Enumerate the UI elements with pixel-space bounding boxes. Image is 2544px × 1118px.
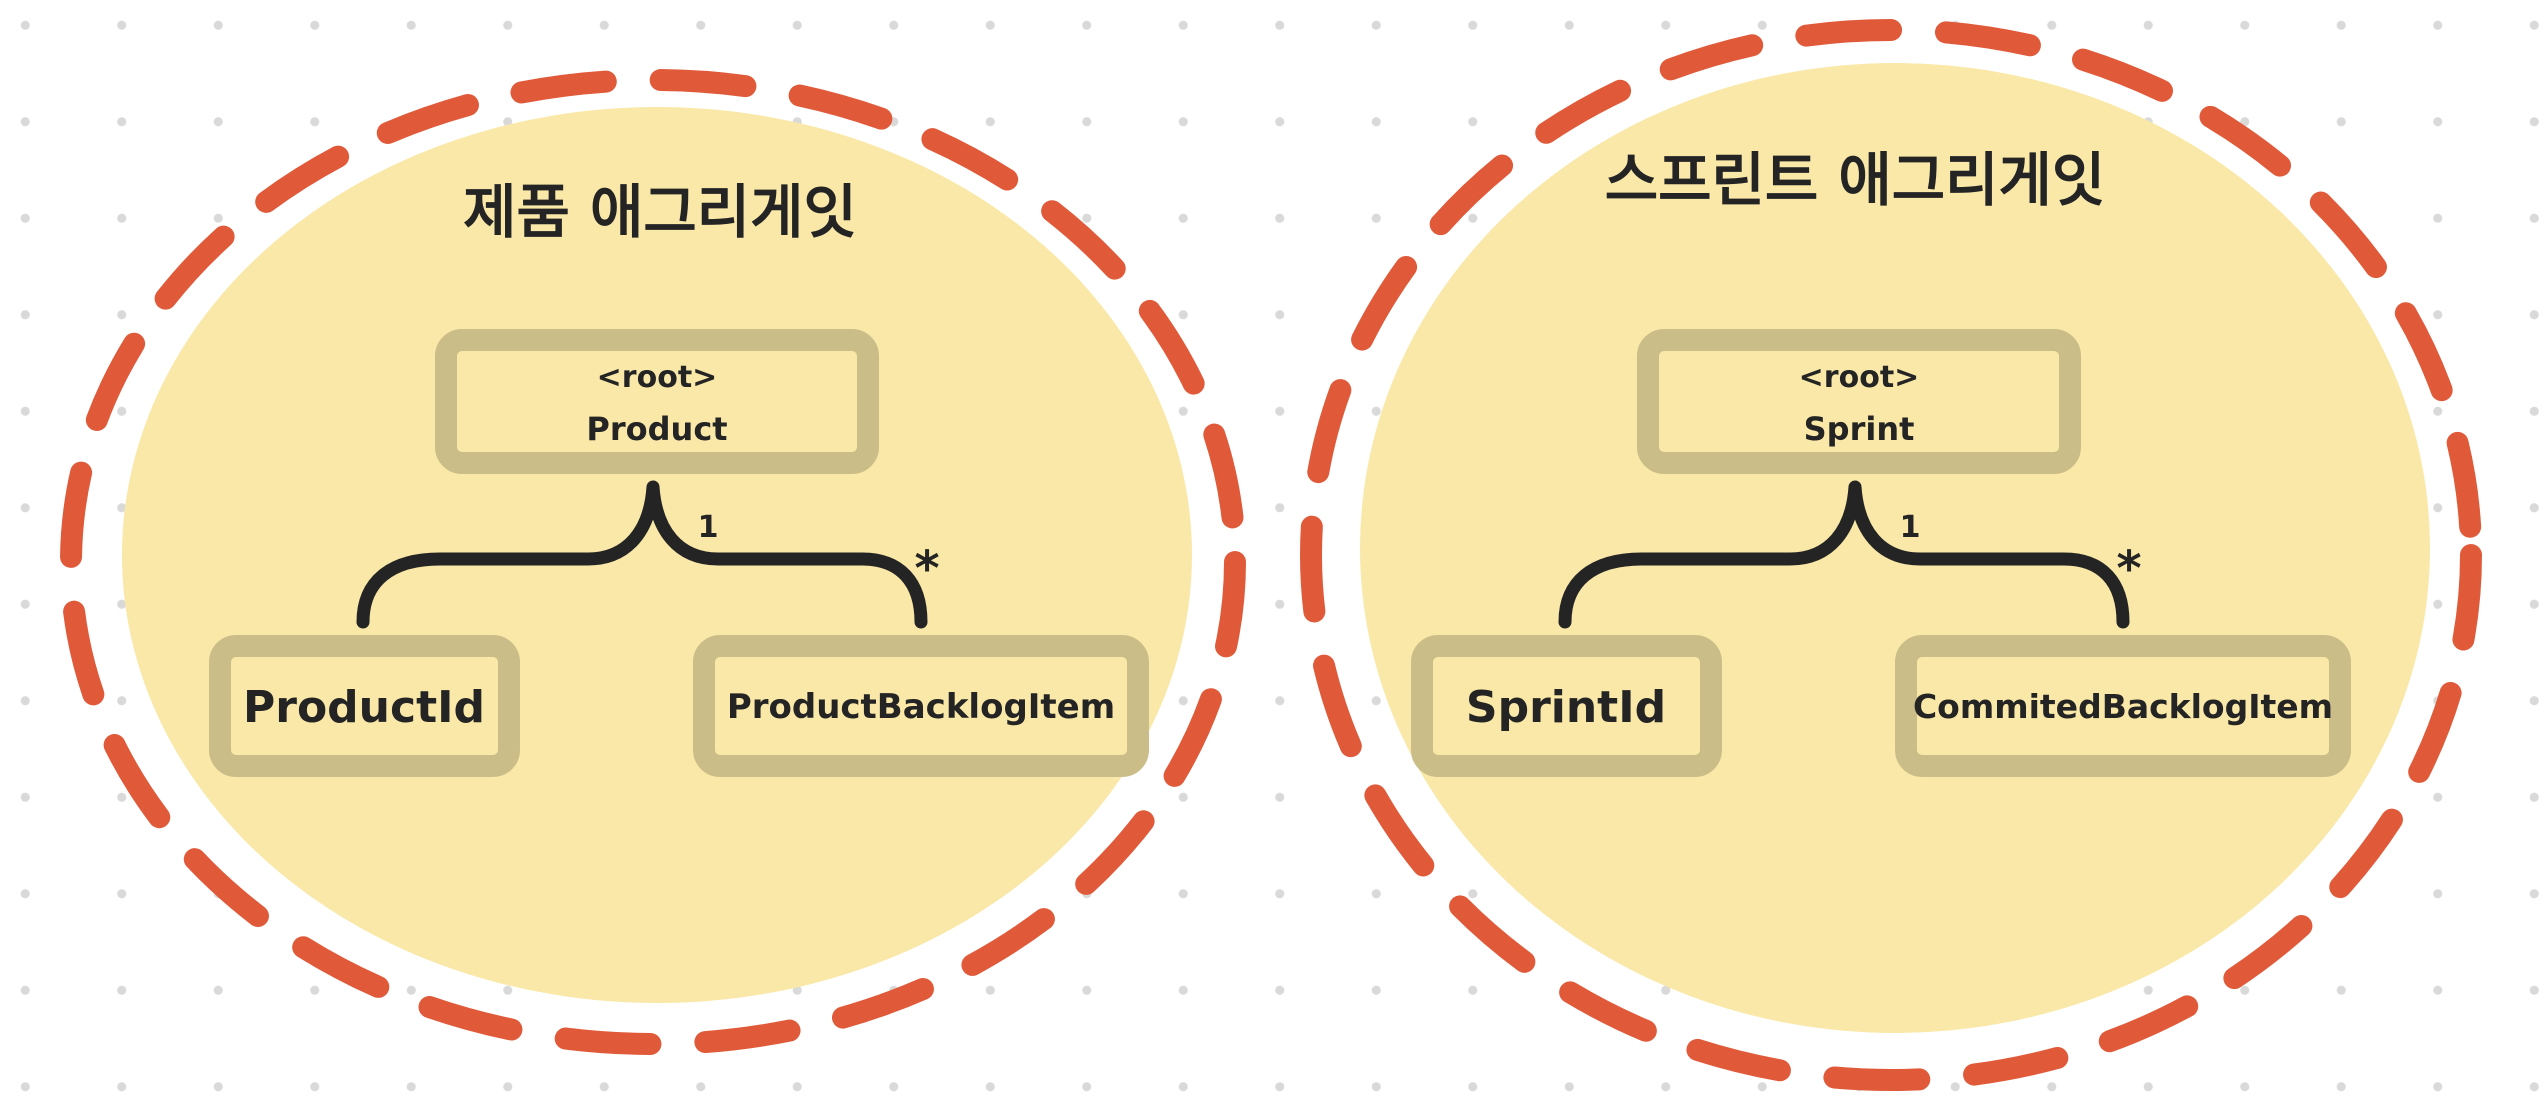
product-aggregate: 제품 애그리게잇 <root> Product 1 * ProductId Pr…: [60, 69, 1246, 1055]
product-multiplicity-many: *: [914, 541, 939, 597]
product-aggregate-boundary: [60, 69, 1246, 1055]
sprint-aggregate-boundary: [1300, 19, 2482, 1091]
sprint-root-stereotype: <root>: [1799, 360, 1920, 395]
product-aggregate-area: [122, 107, 1192, 1003]
sprint-multiplicity-one: 1: [1900, 510, 1921, 545]
product-composition-connector: [356, 480, 928, 629]
sprint-id-label: SprintId: [1466, 682, 1666, 733]
sprint-composition-connector: [1558, 480, 2130, 629]
product-aggregate-title: 제품 애그리게잇: [463, 178, 857, 246]
product-multiplicity-one: 1: [698, 510, 719, 545]
product-id-label: ProductId: [243, 682, 485, 733]
product-root-box: <root> Product: [435, 329, 879, 474]
sprint-root-box: <root> Sprint: [1637, 329, 2081, 474]
sprint-aggregate-title: 스프린트 애그리게잇: [1605, 146, 2105, 214]
product-root-name: Product: [586, 410, 727, 448]
product-id-box: ProductId: [209, 635, 520, 777]
sprint-aggregate: 스프린트 애그리게잇 <root> Sprint 1 * SprintId Co…: [1300, 19, 2482, 1091]
commited-backlog-item-box: CommitedBacklogItem: [1895, 635, 2351, 777]
product-root-stereotype: <root>: [597, 360, 718, 395]
commited-backlog-item-label: CommitedBacklogItem: [1913, 687, 2333, 726]
sprint-root-name: Sprint: [1804, 410, 1915, 448]
sprint-multiplicity-many: *: [2116, 541, 2141, 597]
sprint-id-box: SprintId: [1411, 635, 1722, 777]
product-backlog-item-box: ProductBacklogItem: [693, 635, 1149, 777]
product-backlog-item-label: ProductBacklogItem: [727, 687, 1115, 727]
